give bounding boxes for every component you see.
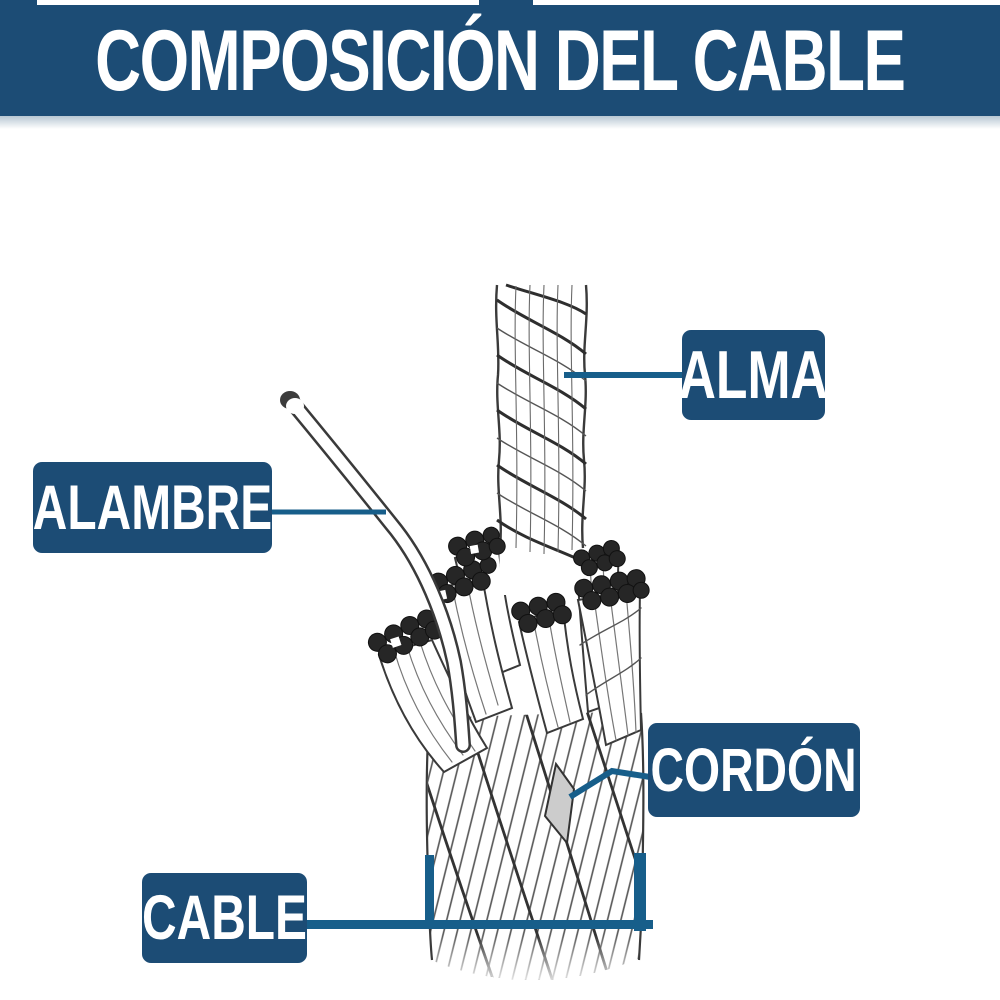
cordon-highlight [543,761,576,846]
header-underline-strip [0,116,1000,129]
label-cordon: CORDÓN [648,723,860,817]
cap-f [574,569,650,611]
cap-e [573,540,626,577]
top-center-notch [479,0,533,5]
cordon-pointer-line [568,767,651,800]
label-cable-text: CABLE [142,883,307,953]
cable-bracket-right-tick [634,853,646,931]
cable-bracket-left-tick [425,855,434,925]
cable-bracket [305,853,653,931]
strand-f [576,588,643,747]
core-strand [494,283,588,595]
cable-bracket-horizontal [305,920,653,929]
label-cable: CABLE [142,873,307,963]
page-title-text: COMPOSICIÓN DEL CABLE [95,12,906,109]
label-alambre: ALAMBRE [33,462,272,553]
label-cordon-text: CORDÓN [650,736,858,804]
label-alambre-text: ALAMBRE [32,472,273,543]
cap-d [511,592,572,633]
label-alma: ALMA [678,330,829,420]
pointer-lines [271,372,684,800]
label-alma-text: ALMA [678,337,829,413]
strand-end-caps [367,526,650,664]
page-title: COMPOSICIÓN DEL CABLE [0,18,1000,104]
single-wire [280,391,471,753]
cap-c [448,526,506,567]
top-left-notch [0,0,37,7]
cap-a [367,609,444,664]
header-banner: COMPOSICIÓN DEL CABLE [0,5,1000,116]
